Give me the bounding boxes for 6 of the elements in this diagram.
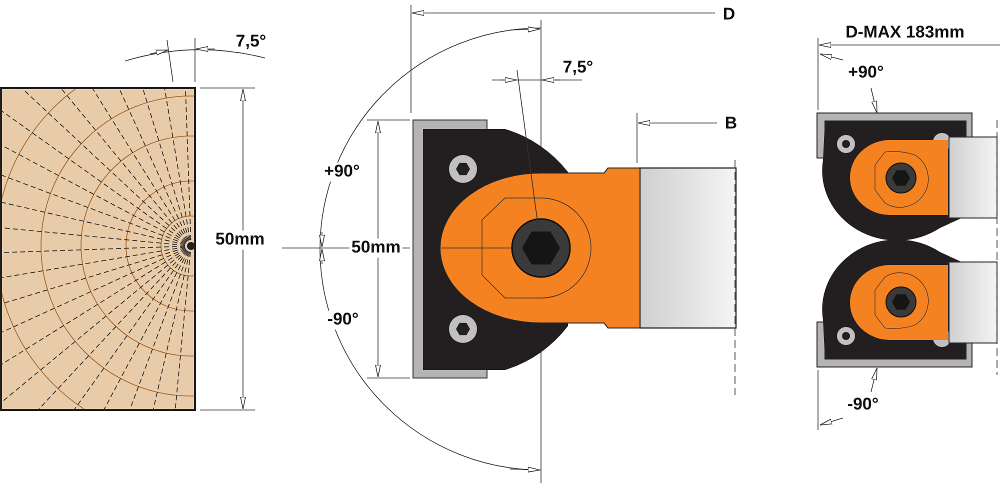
- dimension-label: 50mm: [213, 230, 267, 250]
- dimension-label: 7,5°: [234, 32, 268, 52]
- dimension-label: 50mm: [349, 238, 403, 258]
- dimension-label: 7,5°: [560, 58, 596, 78]
- dimension-label: -90°: [325, 310, 361, 330]
- dimension-label: +90°: [322, 162, 362, 182]
